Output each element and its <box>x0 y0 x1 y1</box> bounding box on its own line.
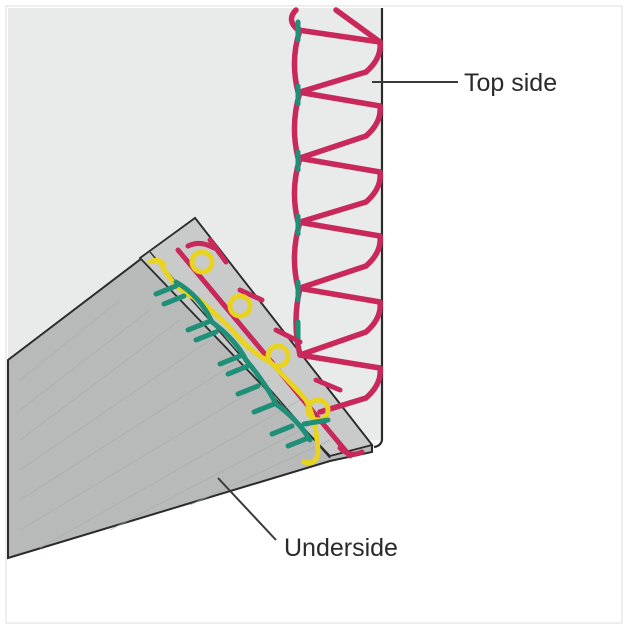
top-side-label: Top side <box>464 69 557 97</box>
underside-label: Underside <box>284 534 398 562</box>
underside-leader-line <box>218 478 276 540</box>
